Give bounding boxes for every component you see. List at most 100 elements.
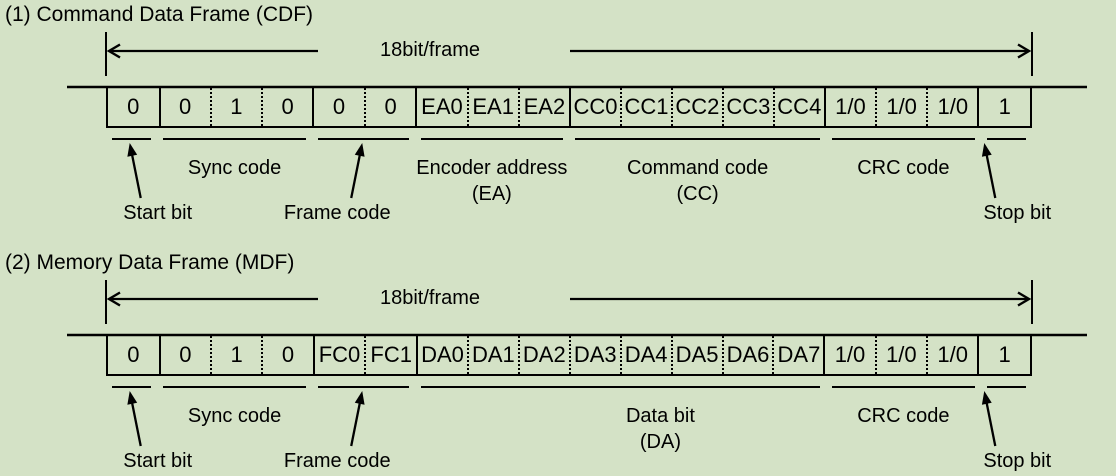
bit-cell: 0 [332, 94, 346, 119]
span-arrow-left-head [106, 291, 121, 307]
label-line: CRC code [857, 405, 950, 427]
bit-cell: 1/0 [926, 88, 977, 126]
arrow-start-bit-head [127, 143, 138, 157]
underline-encoder-address [420, 138, 563, 140]
bit-cell: 1 [998, 94, 1011, 119]
label-line: Encoder address [416, 157, 568, 179]
underline-command-code [575, 138, 821, 140]
bit-cell: 0 [179, 94, 192, 119]
arrow-start-bit-line [129, 149, 142, 199]
label-stop-bit: Stop bit [983, 450, 1052, 472]
label-line: Sync code [187, 157, 282, 179]
bit-cell: EA1 [466, 88, 518, 126]
bit-cell: 1/0 [835, 94, 866, 119]
span-arrow-left-head [106, 43, 121, 59]
label-data-bit: Data bit(DA) [626, 403, 695, 455]
bit-cell: 1 [209, 88, 261, 126]
arrow-stop-bit-line [984, 149, 997, 199]
underline-sync-code [163, 386, 306, 388]
bit-cell: DA4 [619, 336, 671, 374]
bit-cell: CC4 [772, 88, 824, 126]
bit-cell: FC1 [364, 336, 416, 374]
underline-stop-bit [986, 138, 1026, 140]
bit-cell: EA2 [517, 88, 569, 126]
underline-crc-code [832, 386, 975, 388]
bit-cell: DA7 [772, 336, 823, 374]
bit-cell: FC0 [318, 342, 361, 367]
label-line: CRC code [857, 157, 950, 179]
underline-sync-code [163, 138, 306, 140]
bit-cell: 0 [261, 88, 312, 126]
label-stop-bit: Stop bit [983, 202, 1052, 224]
span-arrow-right-head [1017, 43, 1032, 59]
bit-cell: 0 [127, 94, 140, 119]
arrow-frame-code-head [354, 143, 365, 157]
arrow-stop-bit-head [981, 143, 992, 157]
bit-cell: 1/0 [834, 342, 866, 367]
label-crc-code: CRC code [857, 403, 949, 429]
group-start-bit: 0 [106, 336, 159, 374]
bit-span-label: 18bit/frame [375, 287, 485, 310]
bit-cell: 0 [261, 336, 312, 374]
underline-stop-bit [986, 386, 1026, 388]
label-line: (CC) [676, 183, 719, 205]
bit-cell: 1 [998, 342, 1011, 367]
arrow-stop-bit-line [984, 397, 997, 447]
bit-cell: DA3 [568, 336, 620, 374]
bit-cell: 1/0 [875, 88, 926, 126]
label-line: Command code [627, 157, 769, 179]
label-frame-code: Frame code [283, 450, 391, 472]
bit-span-label: 18bit/frame [375, 39, 485, 62]
frame-graphics [67, 32, 1087, 199]
label-encoder-address: Encoder address(EA) [416, 155, 567, 207]
group-start-bit: 0 [106, 88, 159, 126]
group-stop-bit: 1 [977, 88, 1030, 126]
bit-cell: 1 [210, 336, 261, 374]
label-line: Sync code [187, 405, 282, 427]
label-crc-code: CRC code [857, 155, 949, 181]
bit-cell: CC2 [670, 88, 722, 126]
bit-cell: 1/0 [874, 336, 926, 374]
bit-cell: 0 [127, 342, 140, 367]
underline-data-bit [420, 386, 821, 388]
bit-cell: DA0 [421, 342, 464, 367]
label-sync-code: Sync code [188, 155, 281, 181]
arrow-frame-code-line [350, 397, 362, 447]
label-line: Data bit [625, 405, 695, 427]
bit-cell: 0 [179, 342, 192, 367]
bit-cell: DA6 [721, 336, 773, 374]
arrow-frame-code-line [350, 149, 362, 199]
bit-cell: 0 [363, 88, 416, 126]
underline-frame-code [317, 386, 409, 388]
bit-cell: CC1 [619, 88, 671, 126]
bit-cell: CC3 [721, 88, 773, 126]
bit-cell: EA0 [421, 94, 463, 119]
label-start-bit: Start bit [123, 202, 193, 224]
arrow-start-bit-line [129, 397, 142, 447]
bit-cell: DA2 [517, 336, 569, 374]
bit-cell: DA5 [670, 336, 722, 374]
underline-frame-code [317, 138, 409, 140]
arrow-start-bit-head [127, 391, 138, 405]
label-frame-code: Frame code [283, 202, 391, 224]
label-start-bit: Start bit [123, 450, 193, 472]
label-sync-code: Sync code [188, 403, 281, 429]
underline-start-bit [112, 138, 152, 140]
group-stop-bit: 1 [977, 336, 1030, 374]
span-arrow-right-head [1017, 291, 1032, 307]
arrow-frame-code-head [354, 391, 365, 405]
underline-crc-code [832, 138, 975, 140]
